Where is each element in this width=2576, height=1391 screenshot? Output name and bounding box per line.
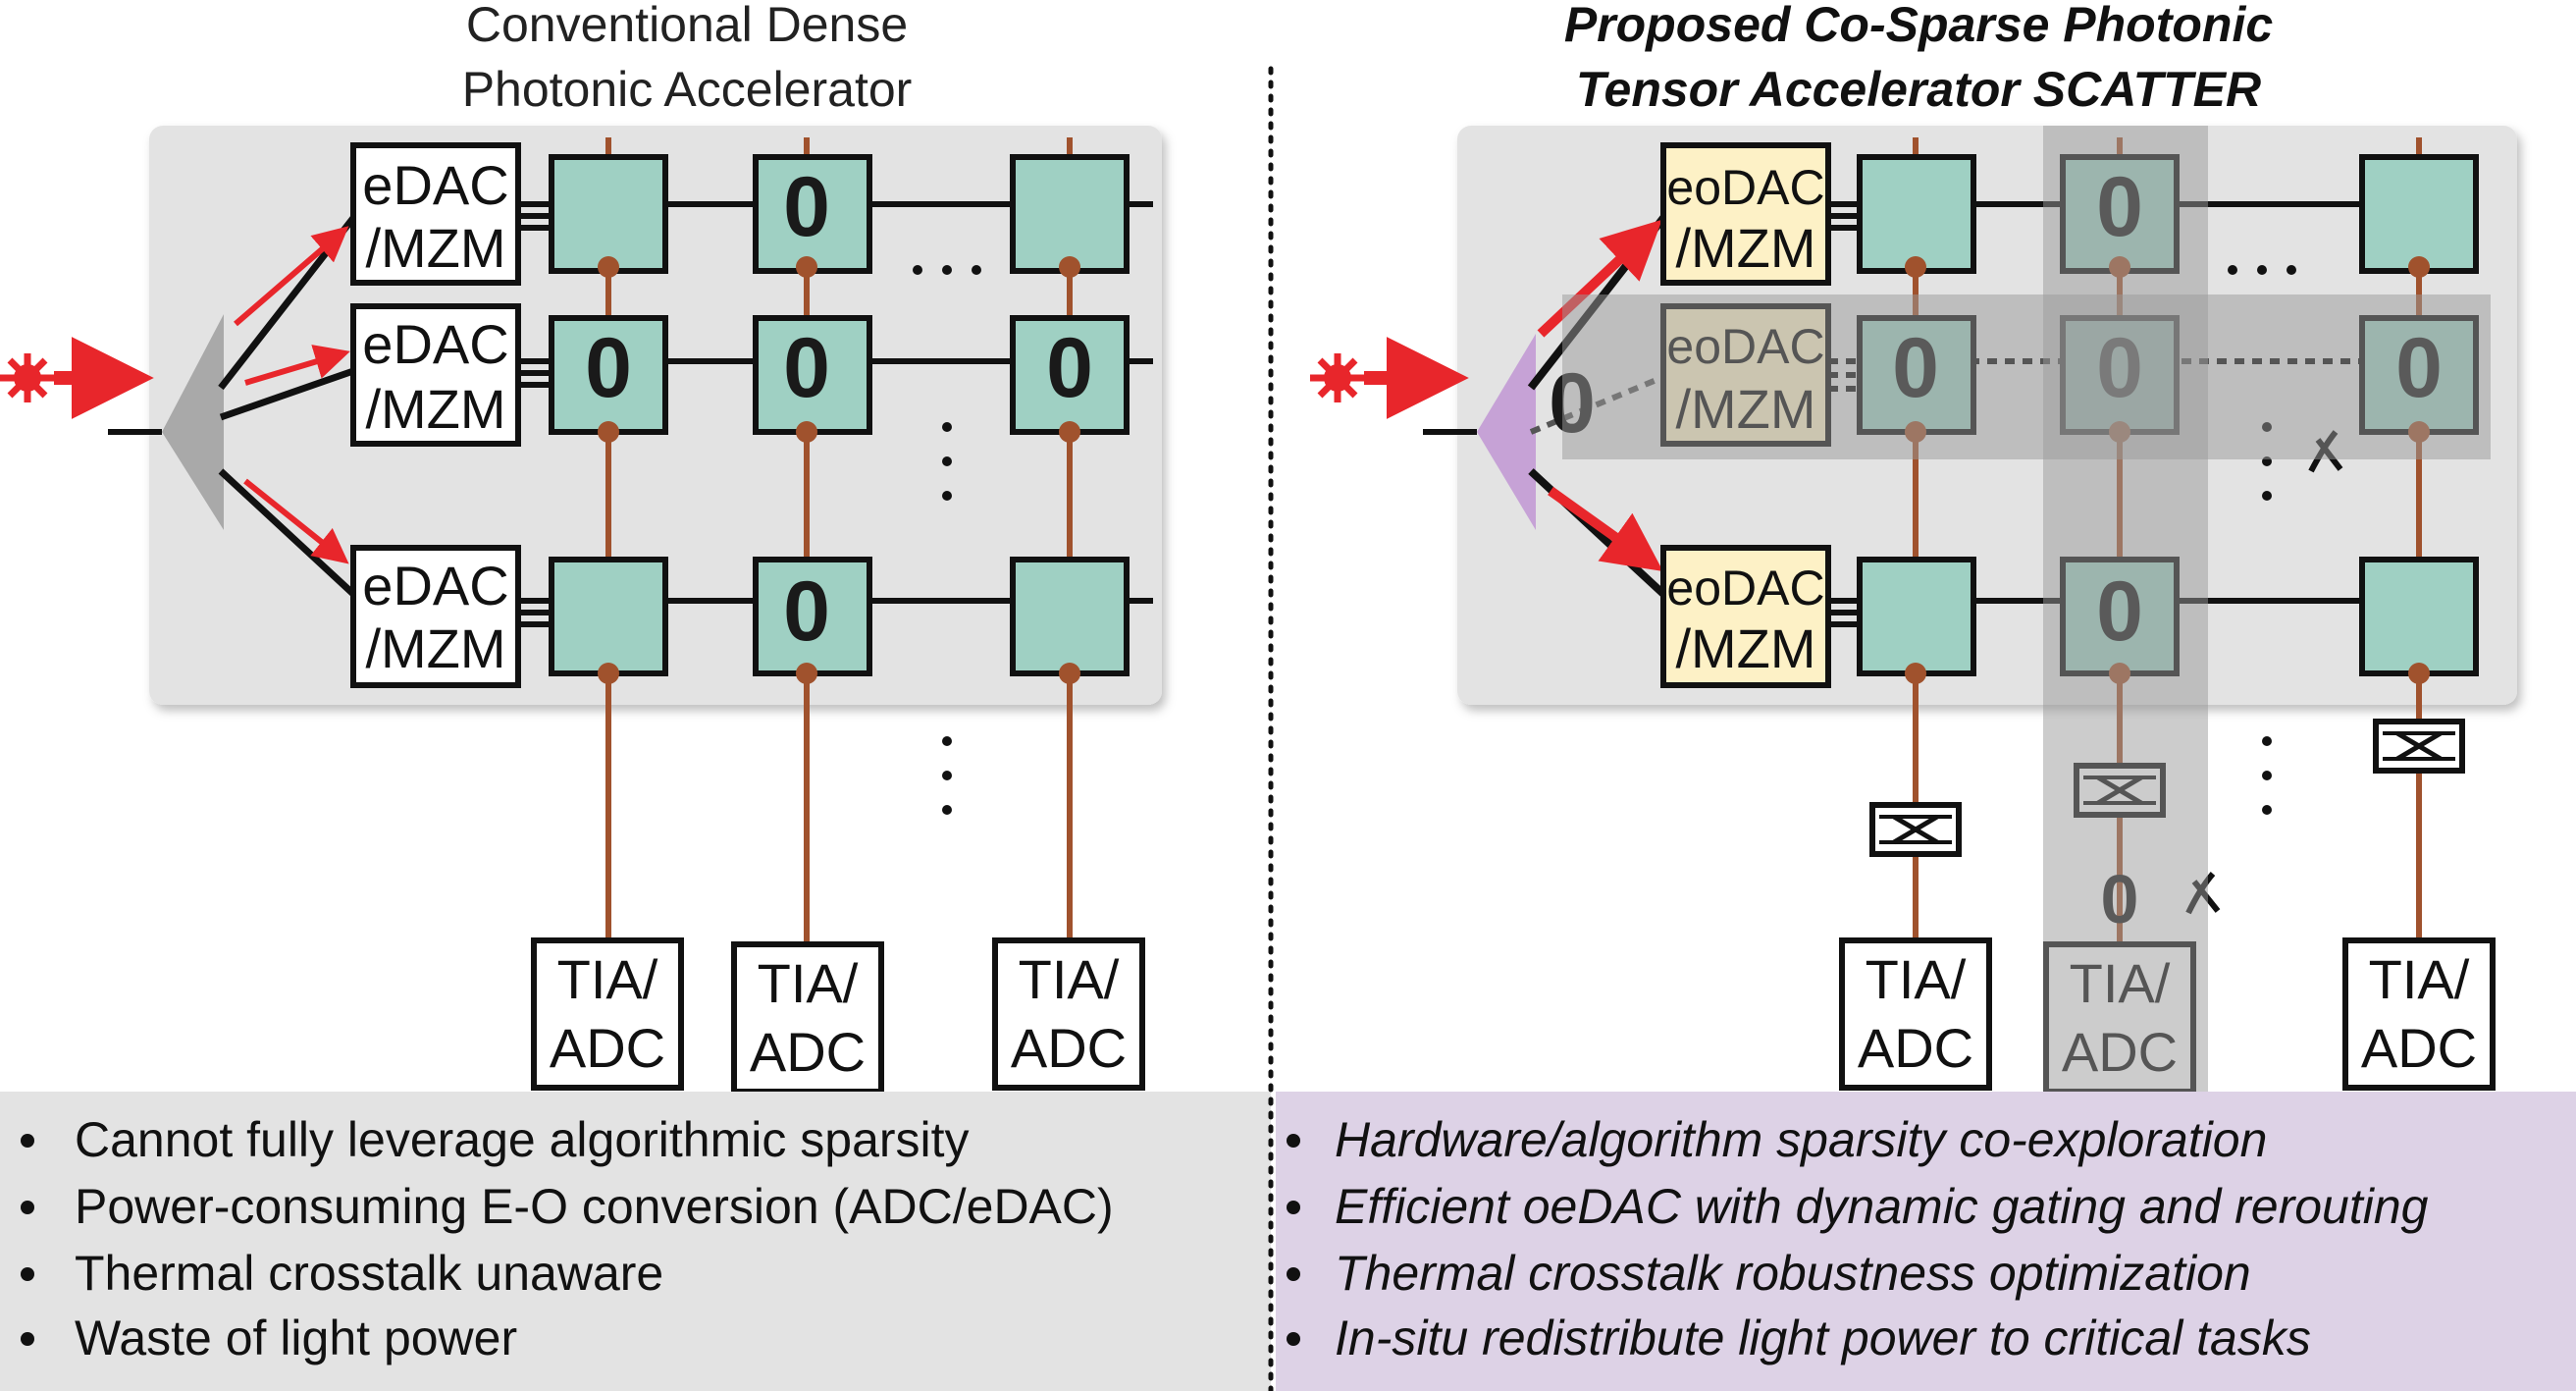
left-branch-waveguides (218, 215, 356, 597)
left-title-line2: Photonic Accelerator (462, 62, 913, 117)
svg-text:0: 0 (585, 321, 632, 415)
svg-text:TIA/: TIA/ (758, 952, 859, 1014)
svg-text:ADC: ADC (550, 1017, 665, 1079)
right-gated-column-overlay (2043, 126, 2208, 1102)
left-edac-mzm-2: eDAC /MZM (350, 303, 521, 447)
right-tia-adc-3: TIA/ ADC (2342, 937, 2496, 1091)
left-tia-adc-2: TIA/ ADC (731, 941, 884, 1095)
left-bullet-1: Cannot fully leverage algorithmic sparsi… (75, 1112, 970, 1167)
right-bullet-4: In-situ redistribute light power to crit… (1335, 1311, 2311, 1365)
right-switch-col1 (1869, 802, 1962, 857)
svg-text:/MZM: /MZM (1675, 617, 1815, 679)
right-title-line1: Proposed Co-Sparse Photonic (1564, 0, 2274, 52)
svg-text:eDAC: eDAC (362, 555, 508, 616)
left-junction-dots (598, 256, 1080, 684)
svg-text:ADC: ADC (1858, 1017, 1973, 1079)
svg-text:eoDAC: eoDAC (1666, 160, 1824, 215)
right-title-line2: Tensor Accelerator SCATTER (1576, 62, 2261, 117)
left-tia-adc-1: TIA/ ADC (531, 937, 684, 1091)
right-laser-icon (1310, 337, 1469, 419)
svg-text:/MZM: /MZM (365, 217, 505, 279)
right-bullet-1: Hardware/algorithm sparsity co-explorati… (1335, 1112, 2267, 1167)
svg-text:TIA/: TIA/ (2369, 948, 2470, 1010)
left-bullet-4: Waste of light power (75, 1311, 517, 1365)
svg-text:TIA/: TIA/ (557, 948, 658, 1010)
left-edac-mzm-1: eDAC /MZM (350, 142, 521, 286)
left-ellipsis-dots (913, 265, 981, 815)
svg-text:0: 0 (783, 321, 830, 415)
svg-text:ADC: ADC (750, 1021, 866, 1083)
svg-text:0: 0 (1046, 321, 1093, 415)
right-eodac-mzm-1: eoDAC /MZM (1660, 142, 1831, 286)
left-conventional-panel: Conventional Dense Photonic Accelerator (0, 0, 1271, 1391)
svg-text:/MZM: /MZM (1675, 217, 1815, 279)
right-bullet-3: Thermal crosstalk robustness optimizatio… (1335, 1246, 2251, 1301)
svg-text:0: 0 (783, 564, 830, 659)
right-scatter-panel: Proposed Co-Sparse Photonic Tensor Accel… (1276, 0, 2576, 1391)
right-bullet-panel (1276, 1092, 2576, 1391)
svg-text:eDAC: eDAC (362, 154, 508, 216)
right-bullet-list: Hardware/algorithm sparsity co-explorati… (1287, 1112, 2429, 1365)
right-eodac-mzm-3: eoDAC /MZM (1660, 545, 1831, 688)
right-gated-row-overlay (1562, 294, 2491, 459)
left-tia-adc-3: TIA/ ADC (992, 937, 1145, 1091)
left-bullet-panel (0, 1092, 1271, 1391)
right-rerouting-splitter (1477, 334, 1536, 530)
left-splitter (162, 314, 224, 530)
left-mesh-cells (549, 154, 1130, 676)
svg-text:ADC: ADC (2361, 1017, 2477, 1079)
svg-text:eDAC: eDAC (362, 313, 508, 375)
svg-text:TIA/: TIA/ (1019, 948, 1120, 1010)
right-switch-col3 (2373, 719, 2465, 774)
right-tia-adc-1: TIA/ ADC (1839, 937, 1992, 1091)
svg-text:/MZM: /MZM (365, 617, 505, 679)
left-bullet-3: Thermal crosstalk unaware (75, 1246, 663, 1301)
left-edac-mzm-3: eDAC /MZM (350, 545, 521, 688)
left-bullet-list: Cannot fully leverage algorithmic sparsi… (21, 1112, 1114, 1365)
left-title-line1: Conventional Dense (466, 0, 908, 52)
svg-text:TIA/: TIA/ (1866, 948, 1967, 1010)
svg-text:eoDAC: eoDAC (1666, 561, 1824, 615)
right-bullet-2: Efficient oeDAC with dynamic gating and … (1335, 1179, 2429, 1234)
svg-text:0: 0 (783, 160, 830, 254)
left-sparse-zeros: 0 0 0 0 0 (585, 160, 1093, 659)
svg-text:/MZM: /MZM (365, 378, 505, 440)
left-laser-icon (0, 337, 154, 419)
svg-text:ADC: ADC (1011, 1017, 1127, 1079)
left-bullet-2: Power-consuming E-O conversion (ADC/eDAC… (75, 1179, 1114, 1234)
